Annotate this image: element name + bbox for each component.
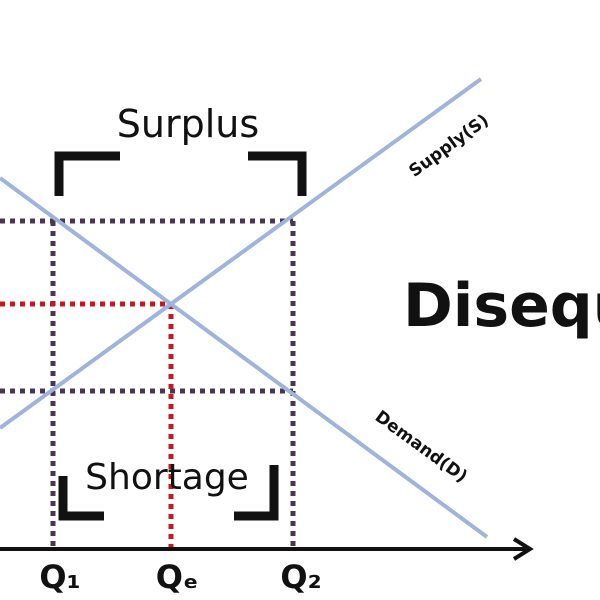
demand-curve-label: Demand(D): [371, 407, 471, 487]
shortage-label: Shortage: [85, 457, 249, 498]
guide-lines: [0, 218, 296, 549]
supply-curve-label: Supply(S): [405, 110, 492, 181]
shortage-bracket: [58, 465, 279, 521]
shortage-bracket-left: [58, 476, 104, 521]
equilibrium-guides: [0, 301, 174, 549]
x-axis-arrowhead: [512, 537, 534, 561]
q1-label: Q₁: [39, 558, 80, 596]
disequilibrium-heading: Disequ: [403, 271, 600, 341]
surplus-label: Surplus: [117, 102, 259, 146]
supply-curve: [0, 77, 483, 430]
demand-curve: [0, 176, 489, 539]
x-axis: [0, 537, 534, 561]
surplus-bracket-left: [54, 151, 120, 196]
q2-label: Q₂: [280, 558, 321, 596]
qe-label: Qₑ: [156, 558, 199, 596]
surplus-bracket: [54, 151, 307, 196]
shortage-bracket-right: [234, 465, 279, 521]
surplus-bracket-right: [248, 151, 307, 196]
